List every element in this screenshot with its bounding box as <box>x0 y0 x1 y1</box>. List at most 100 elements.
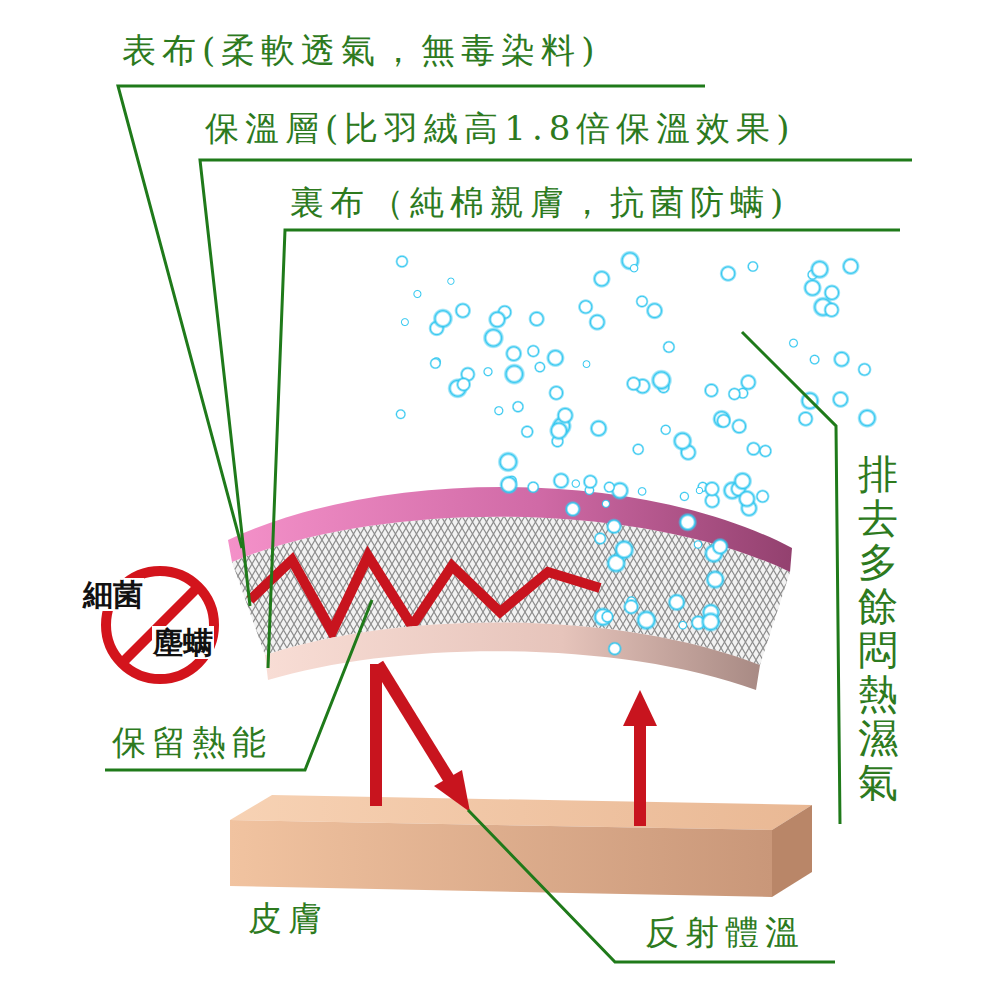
leader-line <box>468 810 835 962</box>
bubble <box>704 383 720 399</box>
heat-label: 保留熱能 <box>112 722 272 763</box>
arrow-head <box>623 690 657 726</box>
bubble <box>582 474 598 490</box>
bubble <box>528 310 545 327</box>
arrow-head <box>434 770 470 812</box>
leader-line <box>268 230 900 668</box>
bubble <box>857 362 872 377</box>
bubble <box>704 481 721 498</box>
layer-label: 裏布（純棉親膚，抗菌防螨) <box>290 182 789 223</box>
moisture-label: 排去多餘悶熱濕氣 <box>858 452 898 804</box>
layer-label: 表布(柔軟透氣，無毒染料) <box>122 30 601 71</box>
bubble <box>494 406 504 416</box>
bubble <box>660 424 672 436</box>
heat-arrow <box>378 664 452 784</box>
bubble <box>716 413 732 429</box>
bubble <box>395 255 409 269</box>
leader-line <box>118 86 705 548</box>
bubble <box>740 374 758 392</box>
heat-arrow <box>634 722 646 826</box>
bubble <box>667 593 686 612</box>
bubble <box>809 354 820 365</box>
bubble <box>520 425 534 439</box>
bubble <box>737 489 756 508</box>
bubble <box>499 475 519 495</box>
bubble <box>589 419 608 438</box>
bubble <box>623 598 640 615</box>
skin-side <box>772 805 812 897</box>
bubble <box>429 357 441 369</box>
bubble <box>712 409 731 428</box>
bubble <box>588 313 606 331</box>
bubble <box>503 363 525 385</box>
bubble <box>483 367 493 377</box>
bubble <box>527 481 540 494</box>
bubble <box>629 263 639 273</box>
bubble <box>758 444 772 458</box>
bubble <box>650 369 672 391</box>
bubble <box>400 318 409 327</box>
bubble <box>831 390 849 408</box>
moisture-bubbles <box>395 250 877 656</box>
bubble <box>727 387 741 401</box>
bubble <box>662 340 676 354</box>
bubble <box>593 532 607 546</box>
bubble <box>833 350 851 368</box>
bubble <box>695 486 703 494</box>
bubble <box>488 310 507 329</box>
bubble <box>803 278 822 297</box>
outer-fabric <box>228 487 792 572</box>
sign-text: 塵螨 <box>152 626 214 659</box>
skin-front <box>230 820 772 897</box>
bubble <box>526 344 540 358</box>
bubble <box>548 385 565 402</box>
bubble <box>672 431 693 452</box>
bubble <box>603 481 616 494</box>
bubble <box>810 259 830 279</box>
bubble <box>432 308 453 329</box>
bubble <box>505 345 523 363</box>
bubble <box>601 610 615 624</box>
bubble <box>395 409 406 420</box>
bubble <box>632 443 645 456</box>
heat-zigzag <box>250 556 600 632</box>
bubble <box>454 302 471 319</box>
bubble <box>705 569 725 589</box>
bubble <box>711 538 729 556</box>
bubble <box>512 400 525 413</box>
bubble <box>578 299 594 315</box>
bubble <box>564 501 581 518</box>
bubble <box>626 376 642 392</box>
bubble <box>546 348 565 367</box>
bubble <box>592 269 611 288</box>
layer-label: 保溫層(比羽絨高1.8倍保溫效果) <box>205 108 796 149</box>
sign-text: 細菌 <box>82 578 144 611</box>
bubble <box>731 418 748 435</box>
bubble <box>456 377 472 393</box>
bubble <box>693 540 703 550</box>
bubble <box>733 471 753 491</box>
bubble <box>593 607 614 628</box>
reflect-label: 反射體溫 <box>645 912 805 953</box>
bubble <box>857 408 877 428</box>
bubble <box>678 513 697 532</box>
bubble <box>637 487 647 497</box>
bubble <box>601 499 610 508</box>
bubble <box>582 360 591 369</box>
bubble <box>823 301 840 318</box>
prohibition-sign: 細菌塵螨 <box>78 560 238 690</box>
bubble <box>534 361 546 373</box>
bubble <box>646 302 664 320</box>
bubble <box>788 338 798 348</box>
bubble <box>614 539 635 560</box>
bubble <box>497 451 519 473</box>
bubble <box>841 257 860 276</box>
bubble <box>755 489 770 504</box>
bubble <box>607 641 622 656</box>
bubble <box>678 620 688 630</box>
heat-arrow <box>370 664 382 806</box>
skin-label: 皮膚 <box>248 898 328 939</box>
bubble <box>552 472 570 490</box>
bubble <box>679 491 690 502</box>
